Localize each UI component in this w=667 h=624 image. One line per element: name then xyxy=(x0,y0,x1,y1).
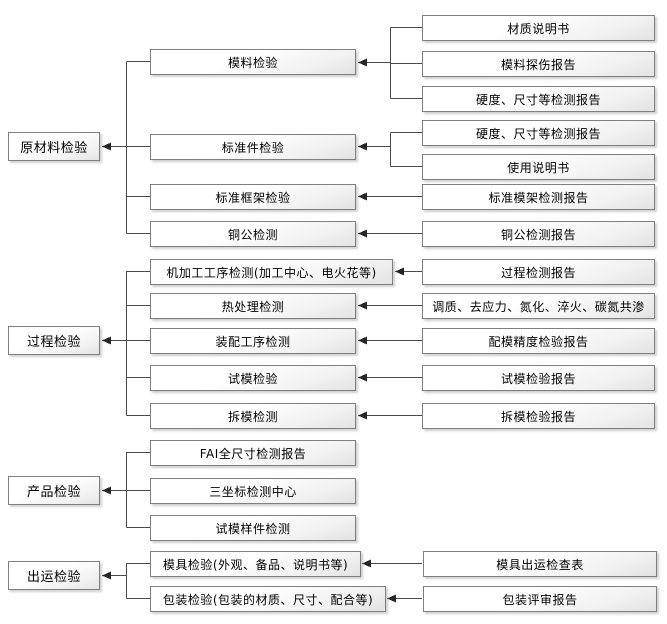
process-box-trial-sample-inspection: 试模样件检测 xyxy=(150,515,356,541)
report-box-mold-disassembly-report: 拆模检验报告 xyxy=(422,403,655,429)
process-box-mold-disassembly-inspection: 拆模检测 xyxy=(150,403,356,429)
report-box-mold-fitting-precision-report: 配模精度检验报告 xyxy=(422,328,655,354)
process-box-heat-treatment-inspection: 热处理检测 xyxy=(150,293,356,319)
report-box-mold-trial-report: 试模检验报告 xyxy=(422,365,655,391)
process-box-assembly-inspection: 装配工序检测 xyxy=(150,328,356,354)
process-box-mold-inspection: 模具检验(外观、备品、说明书等) xyxy=(150,551,361,577)
report-box-heat-treatment-types: 调质、去应力、氮化、淬火、碳氮共渗 xyxy=(422,293,655,319)
process-box-fai-full-dimension-report: FAI全尺寸检测报告 xyxy=(150,440,356,466)
report-box-packaging-review-report: 包装评审报告 xyxy=(423,586,657,612)
report-box-material-specification: 材质说明书 xyxy=(422,15,655,41)
report-box-process-test-report: 过程检测报告 xyxy=(422,259,655,285)
report-box-mold-shipment-checklist: 模具出运检查表 xyxy=(423,551,657,577)
process-box-packaging-inspection: 包装检验(包装的材质、尺寸、配合等) xyxy=(150,586,386,612)
report-box-hardness-dimension-report-2: 硬度、尺寸等检测报告 xyxy=(422,120,655,146)
category-box-product-inspection: 产品检验 xyxy=(8,476,100,505)
process-box-machining-inspection: 机加工工序检测(加工中心、电火花等) xyxy=(150,259,393,285)
report-box-copper-electrode-report: 铜公检测报告 xyxy=(422,221,655,247)
category-box-process-inspection: 过程检验 xyxy=(8,326,100,355)
process-box-standard-frame-inspection: 标准框架检验 xyxy=(150,184,356,210)
report-box-mold-material-flaw-report: 模料探伤报告 xyxy=(422,51,655,77)
process-box-cmm-center: 三坐标检测中心 xyxy=(150,478,356,504)
report-box-standard-mold-base-report: 标准模架检测报告 xyxy=(422,184,655,210)
process-box-mold-material-inspection: 模料检验 xyxy=(150,49,356,75)
report-box-user-manual: 使用说明书 xyxy=(422,154,655,180)
category-box-raw-material-inspection: 原材料检验 xyxy=(8,132,100,161)
report-box-hardness-dimension-report-1: 硬度、尺寸等检测报告 xyxy=(422,86,655,112)
process-box-mold-trial-inspection: 试模检验 xyxy=(150,365,356,391)
process-box-copper-electrode-inspection: 铜公检测 xyxy=(150,221,356,247)
process-box-standard-parts-inspection: 标准件检验 xyxy=(150,134,356,160)
category-box-shipment-inspection: 出运检验 xyxy=(8,561,100,590)
